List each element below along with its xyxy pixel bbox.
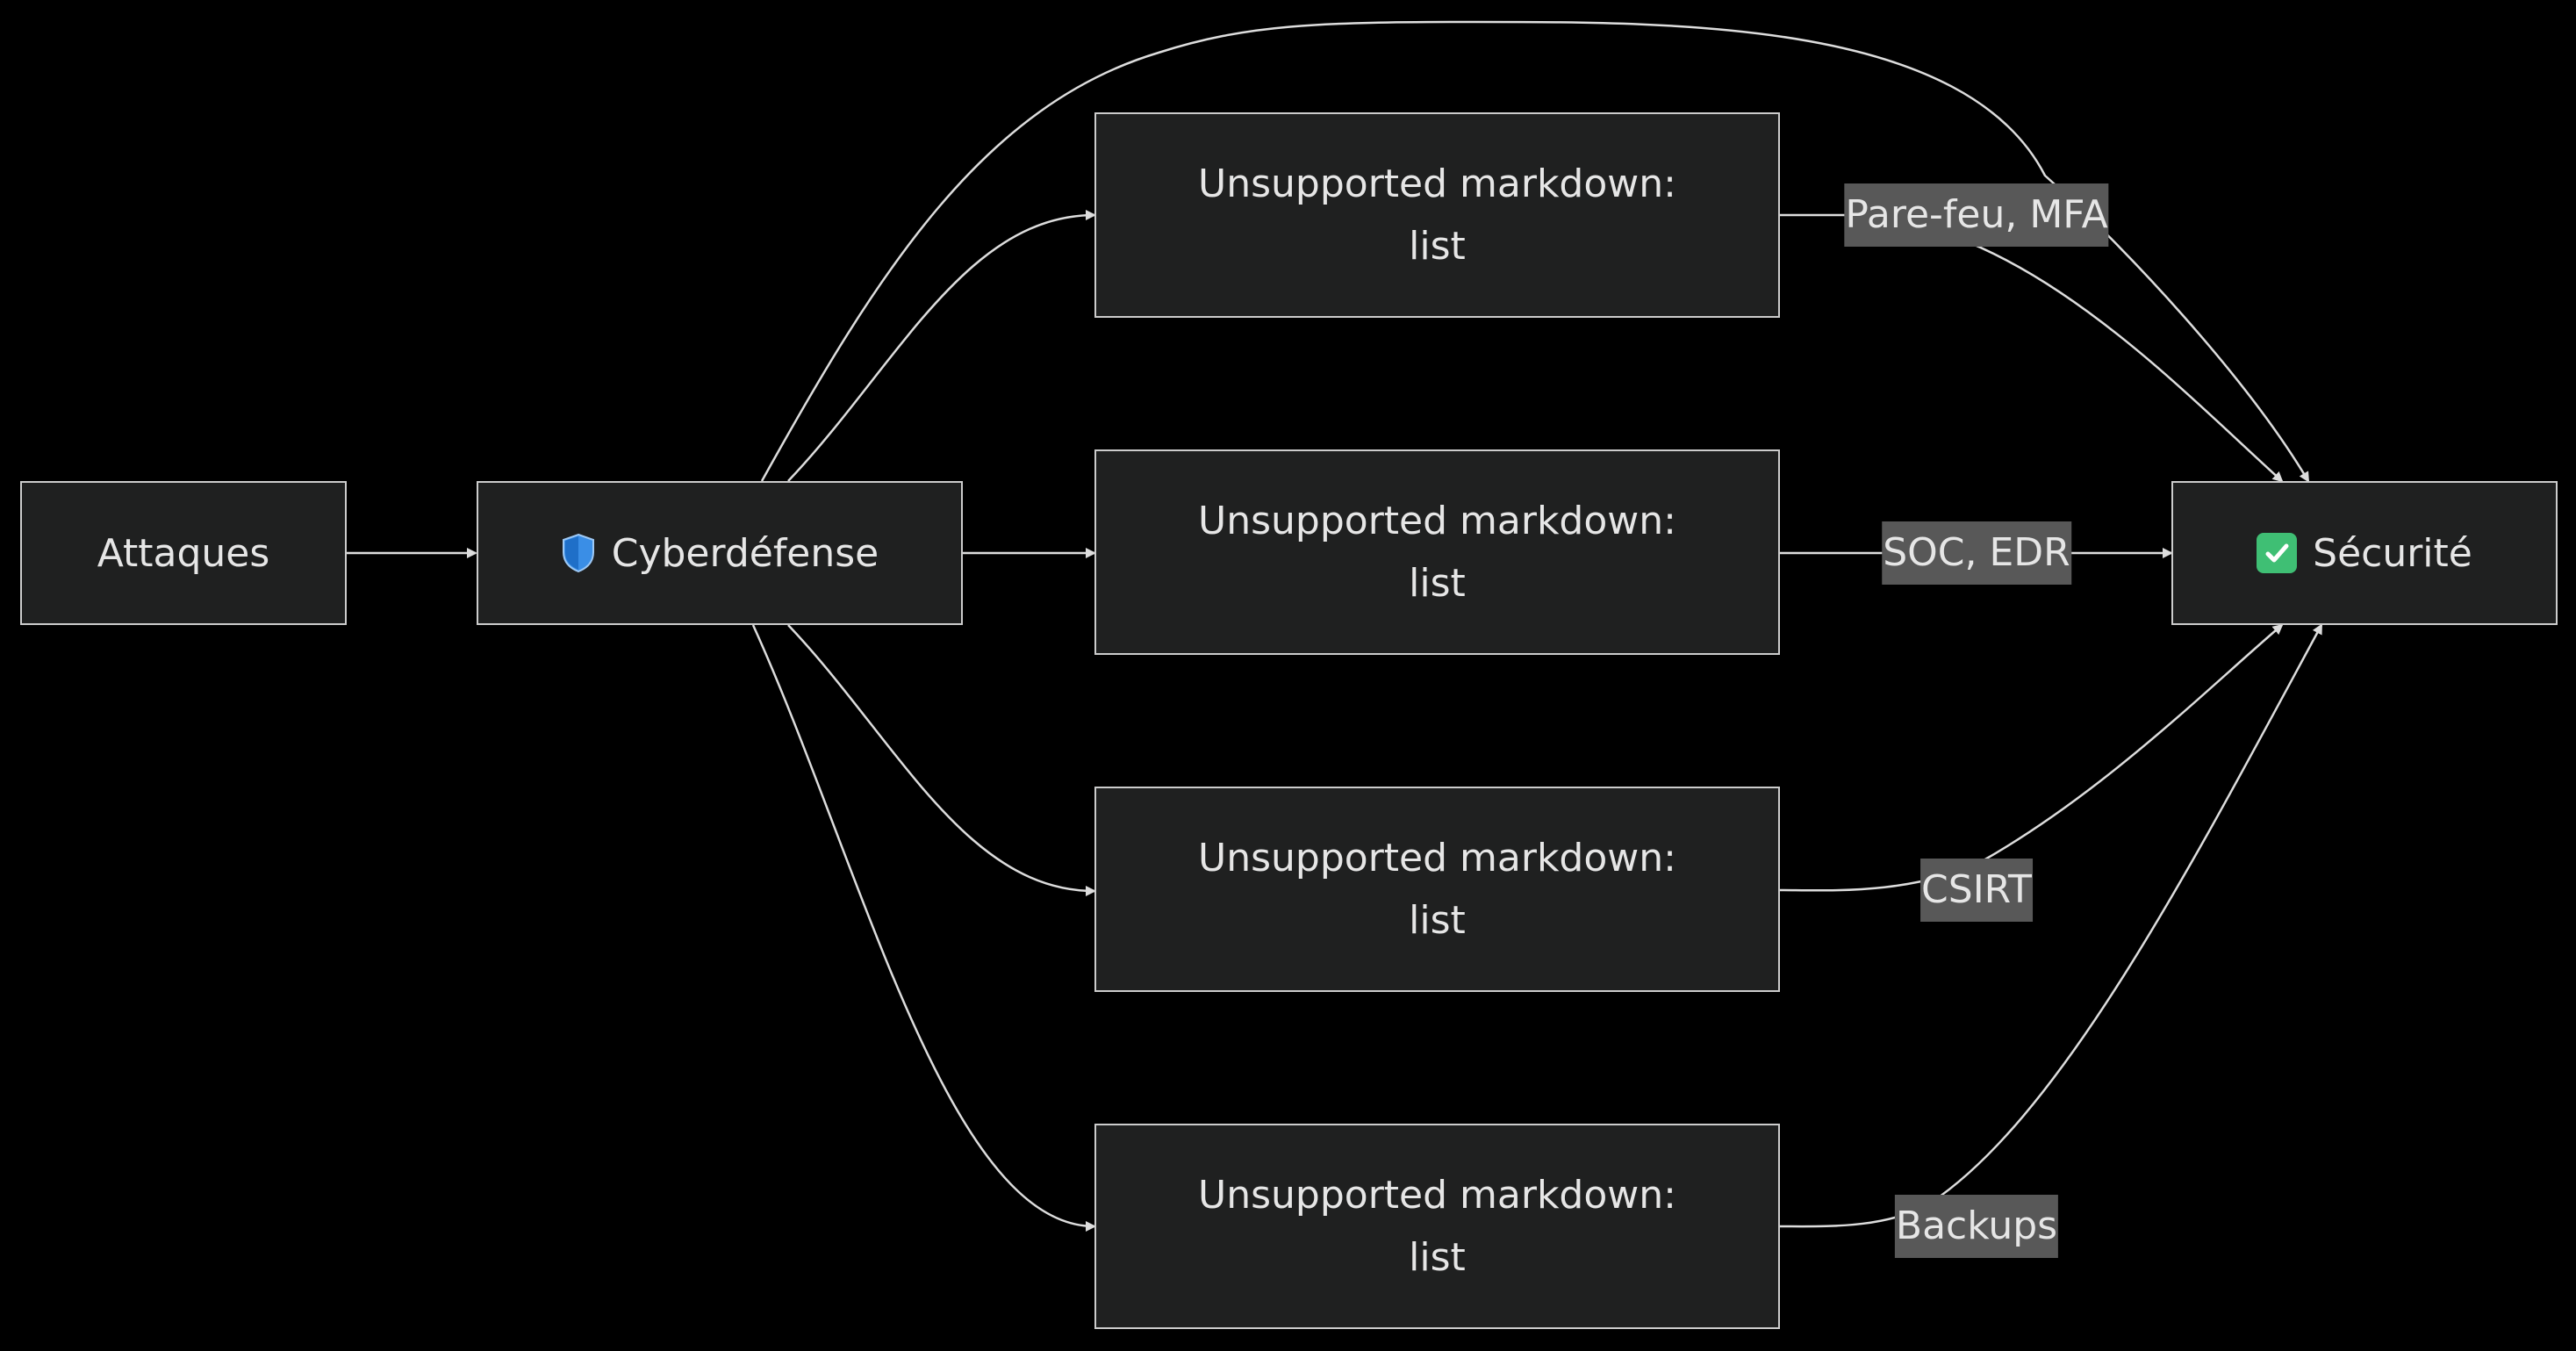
node-box3: Unsupported markdown: list: [1094, 787, 1780, 992]
edge-box4-securite: [1779, 623, 2323, 1228]
node-box3-line1: Unsupported markdown:: [1198, 836, 1676, 880]
node-securite: Sécurité: [2171, 481, 2558, 625]
edge-label-csirt: CSIRT: [1920, 859, 2033, 922]
check-icon: [2257, 533, 2298, 573]
edge-box1-securite: [1780, 213, 2284, 483]
node-box1-line2: list: [1409, 224, 1466, 269]
node-box4-line1: Unsupported markdown:: [1198, 1173, 1676, 1218]
node-securite-label: Sécurité: [2313, 530, 2472, 576]
node-box1-line1: Unsupported markdown:: [1198, 162, 1676, 206]
edge-cyberdefense-box4: [751, 624, 1096, 1232]
edge-cyberdefense-box3: [787, 624, 1096, 896]
node-box4-line2: list: [1409, 1235, 1466, 1280]
edge-cyberdefense-securite-direct: [760, 20, 2310, 483]
edge-label-soc: SOC, EDR: [1882, 521, 2071, 585]
edge-label-parefeu: Pare-feu, MFA: [1844, 183, 2109, 247]
edge-cyberdefense-box1: [787, 210, 1096, 482]
edge-box3-securite: [1779, 623, 2284, 892]
node-cyberdefense-label: Cyberdéfense: [611, 530, 879, 576]
node-box4: Unsupported markdown: list: [1094, 1124, 1780, 1329]
node-attaques: Attaques: [20, 481, 347, 625]
node-attaques-label: Attaques: [97, 530, 270, 576]
node-cyberdefense: Cyberdéfense: [477, 481, 963, 625]
edge-label-backups: Backups: [1894, 1195, 2059, 1258]
node-box2-line1: Unsupported markdown:: [1198, 499, 1676, 543]
node-box2-line2: list: [1409, 561, 1466, 606]
node-box2: Unsupported markdown: list: [1094, 449, 1780, 655]
shield-icon: [562, 533, 594, 573]
node-box3-line2: list: [1409, 898, 1466, 943]
node-box1: Unsupported markdown: list: [1094, 112, 1780, 318]
